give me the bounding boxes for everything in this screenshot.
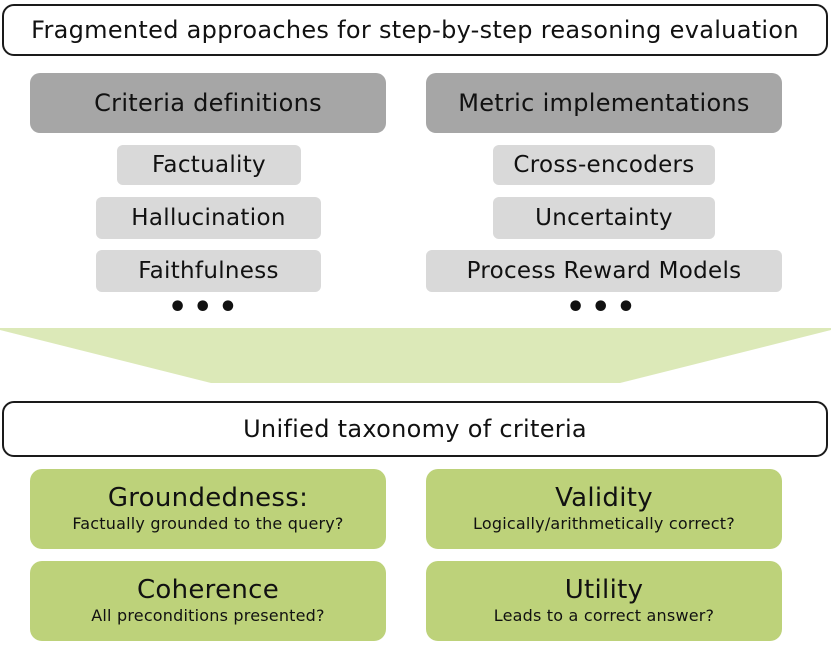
metric-implementations-header: Metric implementations [426,73,782,133]
left-ellipsis: ••• [168,290,244,325]
criteria-item-hallucination: Hallucination [96,197,321,239]
metric-item-cross-encoders: Cross-encoders [493,145,715,185]
criteria-item-factuality: Factuality [117,145,301,185]
criterion-title: Groundedness: [107,483,309,513]
metric-item-process-reward-models: Process Reward Models [426,250,782,292]
criterion-validity: Validity Logically/arithmetically correc… [426,469,782,549]
criteria-item-faithfulness: Faithfulness [96,250,321,292]
criterion-utility: Utility Leads to a correct answer? [426,561,782,641]
criterion-question: Logically/arithmetically correct? [473,514,735,533]
criterion-coherence: Coherence All preconditions presented? [30,561,386,641]
taxonomy-banner: Unified taxonomy of criteria [2,401,828,457]
criterion-question: Factually grounded to the query? [72,514,344,533]
top-banner: Fragmented approaches for step-by-step r… [2,4,828,56]
criterion-question: All preconditions presented? [91,606,325,625]
criterion-title: Validity [555,483,653,513]
funnel-shape [0,328,831,383]
criterion-question: Leads to a correct answer? [493,606,715,625]
criterion-title: Coherence [136,575,280,605]
metric-item-uncertainty: Uncertainty [493,197,715,239]
criterion-groundedness: Groundedness: Factually grounded to the … [30,469,386,549]
criterion-title: Utility [564,575,644,605]
criteria-definitions-header: Criteria definitions [30,73,386,133]
right-ellipsis: ••• [566,290,642,325]
funnel-arrow [0,328,831,383]
